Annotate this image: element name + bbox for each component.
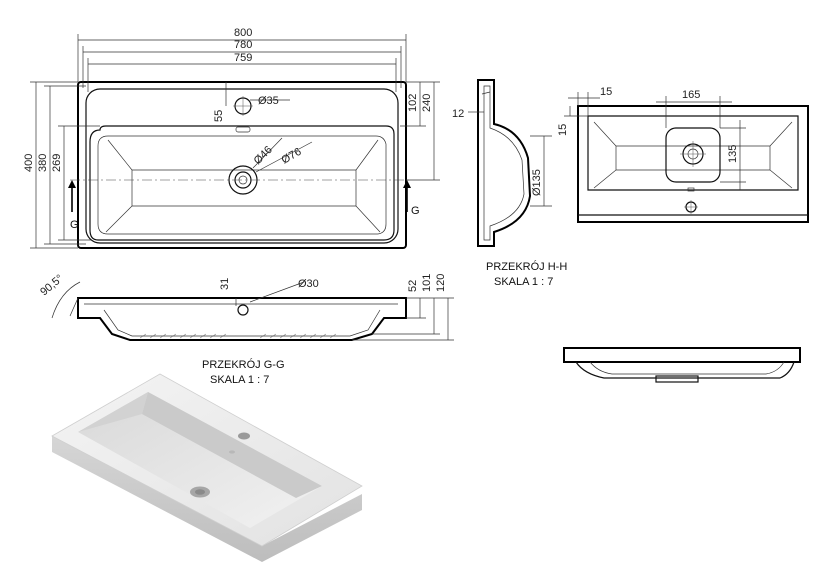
dim-759: 759	[234, 52, 252, 64]
section-arrow-right	[403, 180, 411, 212]
top-view-rim	[85, 88, 399, 244]
section-hh-view: 12 Ø135 PRZEKRÓJ H-H SKALA 1 : 7	[452, 79, 567, 288]
dim-380: 380	[37, 154, 49, 172]
bottom-view: 15 165 15 135	[557, 86, 809, 223]
dim-269: 269	[51, 154, 63, 172]
dim-15-side: 15	[557, 124, 569, 136]
dim-31: 31	[219, 278, 231, 290]
top-view-bowl-inner	[97, 135, 387, 235]
section-gg-caption-1: PRZEKRÓJ G-G	[202, 358, 285, 371]
bottom-view-drain-box	[665, 127, 721, 183]
section-mark-left: G	[70, 219, 79, 231]
section-arrow-left	[68, 180, 76, 212]
top-view-facet-left	[105, 139, 133, 233]
dim-angle: 90,5°	[38, 273, 65, 299]
section-gg-view: 31 Ø30 90,5° 52 101 120 PRZEKRÓJ G-G SKA…	[38, 273, 454, 386]
top-view-facet-right	[355, 139, 381, 233]
dim-15-top: 15	[600, 86, 612, 98]
dim-hole-d35: Ø35	[258, 95, 279, 107]
dim-52: 52	[407, 280, 419, 292]
basin-3d-render	[51, 373, 363, 562]
section-hh-profile	[477, 79, 532, 247]
basin-3d-tap-hole	[238, 432, 250, 440]
dim-780: 780	[234, 39, 252, 51]
dim-101: 101	[421, 274, 433, 292]
top-view-overflow	[235, 126, 251, 133]
bottom-view-outline	[577, 105, 809, 223]
side-view-drain	[655, 375, 699, 383]
dim-hh-d135: Ø135	[531, 169, 543, 196]
dim-120: 120	[435, 274, 447, 292]
section-gg-caption-2: SKALA 1 : 7	[210, 374, 269, 386]
dim-55: 55	[213, 110, 225, 122]
dim-hole-d30: Ø30	[298, 278, 319, 290]
dim-12: 12	[452, 108, 464, 120]
dim-800: 800	[234, 27, 252, 39]
basin-3d-bowl	[78, 392, 322, 528]
section-hh-caption-2: SKALA 1 : 7	[494, 276, 553, 288]
side-view-top-slab	[563, 347, 801, 363]
bottom-view-bowl	[587, 115, 799, 191]
top-view-outline	[77, 81, 407, 249]
dim-bottom-135: 135	[727, 145, 739, 163]
side-view	[563, 347, 801, 383]
section-mark-right: G	[411, 205, 420, 217]
dim-165: 165	[682, 89, 700, 101]
section-hh-caption-1: PRZEKRÓJ H-H	[486, 260, 567, 273]
dim-102: 102	[407, 94, 419, 112]
dim-240: 240	[421, 94, 433, 112]
top-view-bowl	[89, 125, 395, 241]
dim-drain-d76: Ø76	[280, 146, 304, 167]
dim-400: 400	[23, 154, 35, 172]
top-view: G G 800 780 759 55 Ø35 Ø46 Ø76 102	[23, 27, 440, 249]
